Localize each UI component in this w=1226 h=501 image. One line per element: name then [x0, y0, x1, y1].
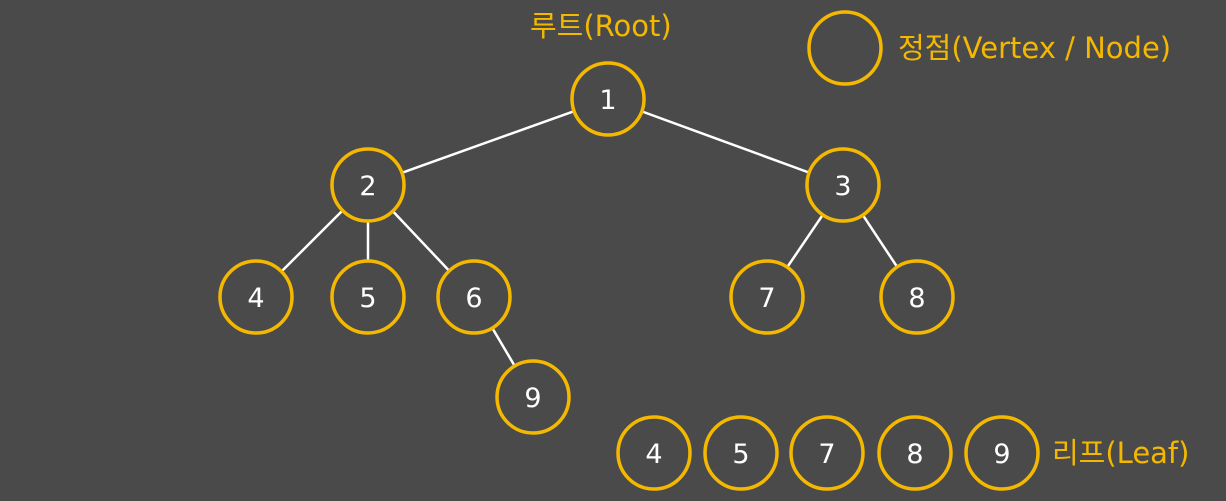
tree-node-9-circle [495, 359, 571, 435]
tree-node-3: 3 [805, 147, 881, 223]
legend-leaf-node-4-label: 4 [645, 439, 662, 470]
tree-node-3-circle [805, 147, 881, 223]
edge-2-4 [280, 209, 344, 273]
legend-leaf-node-8-label: 8 [906, 439, 923, 470]
tree-node-9-label: 9 [524, 383, 541, 414]
nodes-layer: 1 2 3 4 5 6 7 8 9 [218, 61, 955, 435]
legend-layer: 4 5 7 8 9 [616, 10, 1040, 491]
legend-leaf-node-8: 8 [877, 415, 953, 491]
legend-leaf-node-7: 7 [789, 415, 865, 491]
tree-node-5-label: 5 [359, 283, 376, 314]
tree-node-1-circle [570, 61, 646, 137]
edges-layer [280, 109, 899, 367]
legend-leaf-node-7-label: 7 [818, 439, 835, 470]
tree-node-8-label: 8 [908, 283, 925, 314]
tree-node-5: 5 [330, 259, 406, 335]
tree-node-2-circle [330, 147, 406, 223]
edge-3-8 [861, 214, 899, 268]
legend-vertex-node [807, 10, 883, 86]
legend-leaf-node-9: 9 [964, 415, 1040, 491]
root-caption: 루트(Root) [530, 9, 672, 43]
tree-node-7-label: 7 [758, 283, 775, 314]
tree-node-8-circle [879, 259, 955, 335]
edge-6-9 [491, 327, 516, 367]
tree-node-9: 9 [495, 359, 571, 435]
tree-node-4: 4 [218, 259, 294, 335]
tree-node-1-label: 1 [599, 85, 616, 116]
tree-node-1: 1 [570, 61, 646, 137]
tree-node-7-circle [729, 259, 805, 335]
edge-3-7 [786, 214, 824, 268]
edge-1-3 [641, 110, 810, 174]
tree-node-6: 6 [436, 259, 512, 335]
legend-leaf-node-7-circle [789, 415, 865, 491]
tree-node-8: 8 [879, 259, 955, 335]
tree-node-3-label: 3 [834, 171, 851, 202]
tree-node-2-label: 2 [359, 171, 376, 202]
tree-node-5-circle [330, 259, 406, 335]
tree-node-6-label: 6 [465, 283, 482, 314]
legend-leaf-node-9-circle [964, 415, 1040, 491]
legend-leaf-node-9-label: 9 [993, 439, 1010, 470]
edge-1-2 [401, 109, 575, 175]
leaf-caption: 리프(Leaf) [1052, 436, 1190, 470]
legend-leaf-node-4: 4 [616, 415, 692, 491]
vertex-caption: 정점(Vertex / Node) [898, 31, 1172, 65]
tree-node-4-label: 4 [247, 283, 264, 314]
tree-node-6-circle [436, 259, 512, 335]
legend-leaf-node-4-circle [616, 415, 692, 491]
tree-node-4-circle [218, 259, 294, 335]
tree-node-2: 2 [330, 147, 406, 223]
legend-leaf-node-5: 5 [703, 415, 779, 491]
legend-vertex-node-circle [807, 10, 883, 86]
legend-leaf-node-8-circle [877, 415, 953, 491]
edge-2-6 [391, 210, 451, 272]
legend-leaf-node-5-circle [703, 415, 779, 491]
tree-node-7: 7 [729, 259, 805, 335]
legend-leaf-node-5-label: 5 [732, 439, 749, 470]
